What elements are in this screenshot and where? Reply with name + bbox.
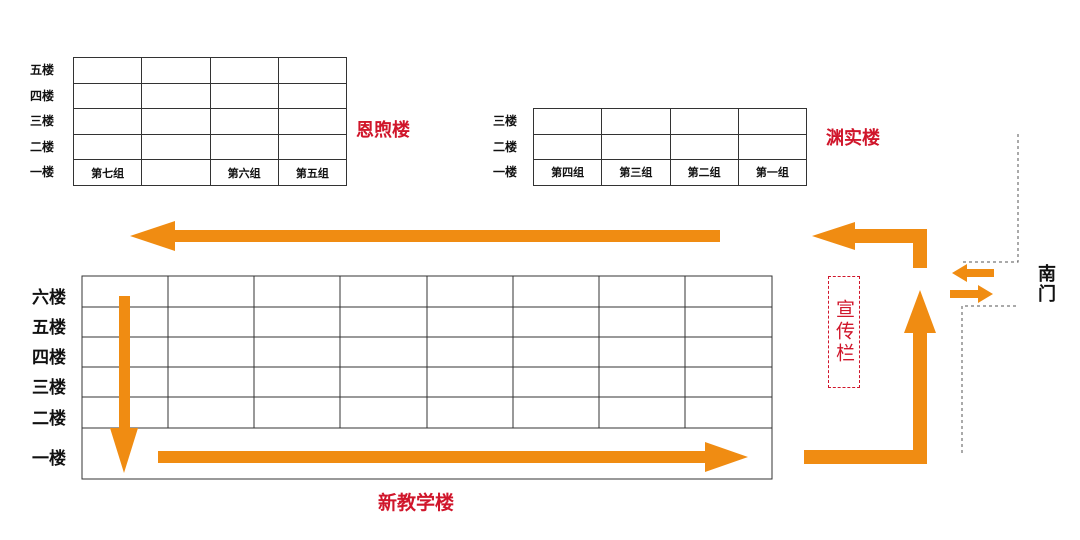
yuanshi-building-name: 渊实楼 (826, 128, 880, 149)
arrow-gate-in (952, 264, 994, 282)
enxu-building-name: 恩煦楼 (356, 120, 410, 141)
arrow-up-right (804, 290, 936, 464)
enxu-floor-1-label: 一楼 (30, 165, 55, 179)
main-floor-4-label: 四楼 (32, 348, 66, 368)
group-1-cell: 第一组 (737, 159, 808, 186)
group-4-cell: 第四组 (532, 159, 603, 186)
main-floor-6-label: 六楼 (32, 288, 66, 308)
arrow-elbow-left (812, 222, 927, 268)
south-gate-wall (961, 134, 1019, 453)
grid-cell (209, 82, 279, 110)
south-gate-label: 南门 (1035, 264, 1056, 304)
grid-cell (669, 133, 739, 161)
arrow-left-top (130, 221, 720, 251)
bulletin-board: 宣传栏 (828, 276, 860, 388)
group-2-cell: 第二组 (669, 159, 739, 186)
group-5-cell: 第五组 (277, 159, 348, 186)
main-floor-5-label: 五楼 (32, 318, 66, 338)
main-floor-3-label: 三楼 (32, 378, 66, 398)
enxu-floor-grid: 第七组 第六组 第五组 (72, 57, 348, 186)
yuanshi-floor-3-label: 三楼 (493, 114, 518, 128)
grid-cell (72, 57, 143, 84)
yuanshi-floor-2-label: 二楼 (493, 140, 518, 154)
arrow-right-corridor (158, 442, 748, 472)
route-arrows (110, 221, 994, 473)
enxu-floor-5-label: 五楼 (30, 63, 55, 77)
main-building-name: 新教学楼 (378, 492, 455, 514)
enxu-floor-3-label: 三楼 (30, 114, 55, 128)
grid-cell (209, 133, 279, 161)
grid-cell (277, 57, 348, 84)
yuanshi-floor-grid: 第四组 第三组 第二组 第一组 (532, 108, 808, 186)
main-building-grid (81, 275, 773, 480)
enxu-floor-2-label: 二楼 (30, 140, 55, 154)
yuanshi-floor-1-label: 一楼 (493, 165, 518, 179)
grid-cell (72, 108, 143, 135)
grid-cell (277, 108, 348, 135)
arrow-gate-out (950, 285, 993, 303)
main-floor-2-label: 二楼 (32, 409, 66, 429)
grid-cell (277, 133, 348, 161)
group-6-cell: 第六组 (209, 159, 279, 186)
group-7-cell: 第七组 (72, 159, 143, 186)
grid-cell (737, 108, 808, 135)
arrow-down-stair (110, 296, 138, 473)
main-floor-1-label: 一楼 (32, 449, 66, 469)
enxu-floor-4-label: 四楼 (30, 89, 55, 103)
